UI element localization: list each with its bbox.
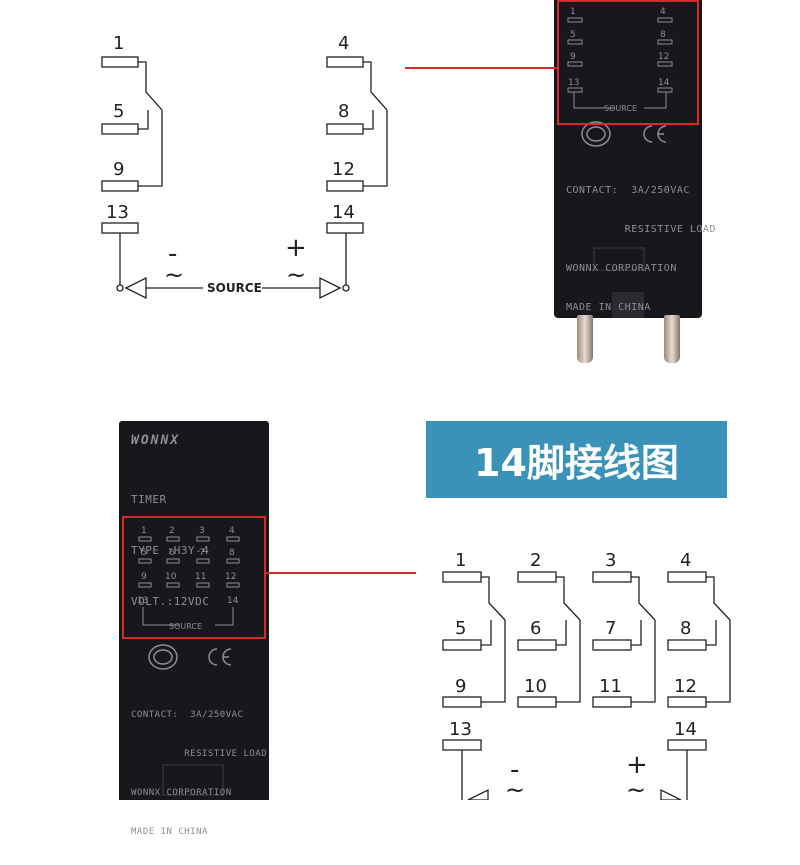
terminal-4 bbox=[326, 56, 364, 68]
highlight-connector-top bbox=[405, 67, 557, 69]
relay-top-pin-8: 8 bbox=[660, 30, 666, 40]
ccc-ce-logos bbox=[581, 121, 667, 147]
svg-text:13: 13 bbox=[137, 596, 148, 606]
label-b5: 5 bbox=[455, 618, 466, 639]
relay-photo-top: 1 5 9 13 4 8 12 14 SOURCE CONTACT: 3A/25… bbox=[554, 0, 715, 318]
highlight-connector-bottom bbox=[266, 572, 416, 574]
svg-text:8: 8 bbox=[229, 548, 235, 558]
svg-text:9: 9 bbox=[141, 572, 147, 582]
relay-top-face: 1 5 9 13 4 8 12 14 SOURCE bbox=[567, 7, 673, 318]
svg-text:5: 5 bbox=[141, 548, 147, 558]
label-b8: 8 bbox=[680, 618, 691, 639]
label-b6: 6 bbox=[530, 618, 541, 639]
relay-top-pin-5: 5 bbox=[570, 30, 576, 40]
highlight-box-top bbox=[557, 0, 699, 125]
tilde-right: ~ bbox=[286, 261, 306, 289]
svg-text:1: 1 bbox=[141, 526, 147, 536]
terminal-12 bbox=[326, 180, 364, 192]
relay-top-mini-schematic bbox=[567, 17, 673, 109]
svg-text:14: 14 bbox=[227, 596, 239, 606]
label-13: 13 bbox=[106, 202, 129, 223]
label-1: 1 bbox=[113, 33, 124, 54]
relay-top-pin-1: 1 bbox=[570, 7, 576, 17]
terminal-8 bbox=[326, 123, 364, 135]
svg-text:10: 10 bbox=[165, 572, 177, 582]
label-5: 5 bbox=[113, 101, 124, 122]
tilde-left: ~ bbox=[164, 261, 184, 289]
svg-text:3: 3 bbox=[199, 526, 205, 536]
plus-sign: + bbox=[285, 233, 307, 263]
terminal-14 bbox=[326, 222, 364, 234]
relay-top-pin-14: 14 bbox=[658, 78, 670, 88]
label-8: 8 bbox=[338, 101, 349, 122]
label-b2: 2 bbox=[530, 550, 541, 571]
svg-text:7: 7 bbox=[199, 548, 205, 558]
relay-top-pin-left bbox=[577, 315, 593, 363]
label-b10: 10 bbox=[524, 676, 547, 697]
plus-sign-bottom: + bbox=[626, 750, 648, 780]
terminal-9 bbox=[101, 180, 139, 192]
source-label: SOURCE bbox=[207, 281, 262, 295]
relay-top-source: SOURCE bbox=[604, 104, 637, 113]
label-b7: 7 bbox=[605, 618, 616, 639]
highlight-box-bottom bbox=[122, 516, 266, 639]
label-b11: 11 bbox=[599, 676, 622, 697]
svg-text:12: 12 bbox=[225, 572, 236, 582]
relay-top-pin-13: 13 bbox=[568, 78, 579, 88]
svg-text:6: 6 bbox=[169, 548, 175, 558]
relay-bottom-mini-schematic bbox=[138, 536, 240, 626]
relay-top-pin-4: 4 bbox=[660, 7, 666, 17]
label-b4: 4 bbox=[680, 550, 691, 571]
label-b14: 14 bbox=[674, 719, 697, 740]
svg-text:4: 4 bbox=[229, 526, 235, 536]
wiring-diagram-page: 1 5 9 13 4 8 12 14 SOURCE CONTACT: 3A/25… bbox=[101, 0, 731, 837]
minus-sign-bottom: - bbox=[510, 755, 519, 785]
relay-bottom-type-print: TIMER TYPE :H3Y-4 VOLT.:12VDC bbox=[131, 493, 210, 608]
terminal-13 bbox=[101, 222, 139, 234]
relay-top-pin-12: 12 bbox=[658, 52, 669, 62]
label-14: 14 bbox=[332, 202, 355, 223]
tilde-right-bottom: ~ bbox=[626, 776, 646, 800]
svg-text:11: 11 bbox=[195, 572, 206, 582]
label-b9: 9 bbox=[455, 676, 466, 697]
relay-bottom-ccc-ce-logos bbox=[148, 644, 232, 670]
tilde-left-bottom: ~ bbox=[505, 776, 525, 800]
label-4: 4 bbox=[338, 33, 349, 54]
terminal-5 bbox=[101, 123, 139, 135]
relay-top-pin-right bbox=[664, 315, 680, 363]
label-9: 9 bbox=[113, 159, 124, 180]
banner-14-pin-wiring-title: 14脚接线图 bbox=[426, 421, 727, 498]
relay-bottom-brand: WONNX bbox=[131, 433, 181, 448]
label-b12: 12 bbox=[674, 676, 697, 697]
svg-text:2: 2 bbox=[169, 526, 175, 536]
label-b13: 13 bbox=[449, 719, 472, 740]
bottom-switch-wires bbox=[461, 576, 731, 800]
label-b1: 1 bbox=[455, 550, 466, 571]
relay-bottom-spec-print: CONTACT: 3A/250VAC RESISTIVE LOAD WONNX … bbox=[131, 710, 268, 837]
label-b3: 3 bbox=[605, 550, 616, 571]
relay-top-pin-9: 9 bbox=[570, 52, 576, 62]
top-switch-wires bbox=[116, 61, 388, 300]
relay-top-print: CONTACT: 3A/250VAC RESISTIVE LOAD WONNX … bbox=[566, 185, 716, 313]
minus-sign: - bbox=[168, 239, 177, 269]
terminal-1 bbox=[101, 56, 139, 68]
svg-text:SOURCE: SOURCE bbox=[169, 622, 202, 631]
label-12: 12 bbox=[332, 159, 355, 180]
